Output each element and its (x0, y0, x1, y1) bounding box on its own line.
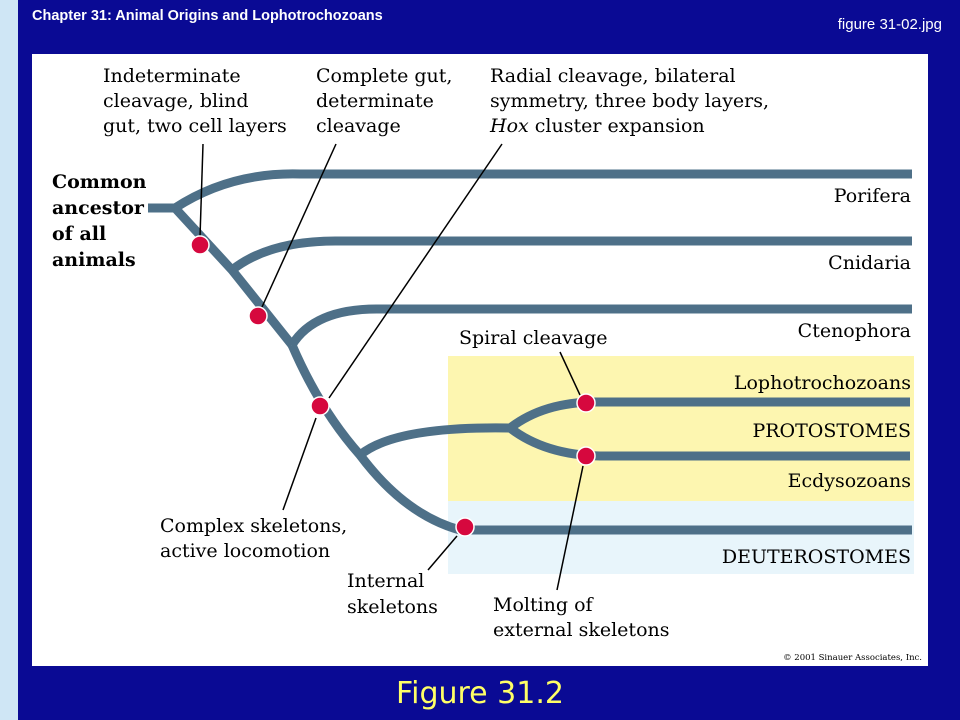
trait-internal-skeletons-line: skeletons (347, 596, 438, 618)
node-spiral (576, 393, 596, 413)
taxon-ctenophora: Ctenophora (798, 320, 911, 342)
root-label-line: ancestor (52, 197, 145, 219)
taxon-ecdysozoans: Ecdysozoans (788, 470, 911, 492)
trait-complex-skeletons-line: active locomotion (160, 540, 330, 562)
chapter-title: Chapter 31: Animal Origins and Lophotroc… (32, 8, 383, 24)
root-label: Common ancestor of all animals (52, 171, 147, 271)
trait-molting-line: Molting of (493, 594, 595, 616)
taxon-deuterostomes: DEUTEROSTOMES (722, 546, 911, 568)
copyright-notice: © 2001 Sinauer Associates, Inc. (783, 653, 922, 663)
deuterostomes-highlight (448, 501, 914, 574)
node-complete-gut (248, 306, 268, 326)
trait-spiral: Spiral cleavage (459, 327, 608, 349)
root-label-line: of all (52, 223, 106, 245)
pointer-radial (328, 143, 503, 399)
tree-branches (148, 169, 912, 535)
node-internal-skeletons (455, 517, 475, 537)
taxon-cnidaria: Cnidaria (828, 252, 911, 274)
pointer-internal-skeletons (427, 535, 458, 571)
branch-porifera (172, 169, 912, 212)
trait-complete-gut-line: Complete gut, (316, 65, 452, 87)
node-molting (576, 446, 596, 466)
main-trunk-lower (287, 343, 462, 535)
figure-caption: Figure 31.2 (396, 676, 564, 711)
trait-internal-skeletons-line: Internal (347, 570, 424, 592)
node-indeterminate (190, 235, 210, 255)
pointer-lines (199, 143, 584, 591)
trait-annotations: Indeterminate cleavage, blind gut, two c… (103, 65, 769, 641)
left-accent-strip (0, 0, 18, 720)
root-label-line: Common (52, 171, 147, 193)
trait-radial-rest: cluster expansion (529, 115, 705, 137)
pointer-complex-skeletons (282, 417, 317, 511)
branch-protostomes (357, 423, 511, 459)
trait-complete-gut-line: determinate (316, 90, 434, 112)
trait-molting-line: external skeletons (493, 619, 670, 641)
branch-cnidaria (229, 236, 912, 274)
trait-hox-word: Hox (489, 115, 529, 137)
node-radial (310, 396, 330, 416)
pointer-complete-gut (261, 143, 337, 308)
trait-indeterminate-line: Indeterminate (103, 65, 241, 87)
trait-radial-line: Radial cleavage, bilateral (490, 65, 736, 87)
file-name: figure 31-02.jpg (837, 16, 942, 33)
pointer-spiral (559, 351, 581, 396)
protostomes-highlight (448, 356, 914, 501)
main-trunk-upper (171, 204, 296, 348)
taxon-protostomes: PROTOSTOMES (752, 420, 911, 442)
trait-nodes (190, 235, 596, 537)
root-label-line: animals (52, 249, 136, 271)
pointer-molting (556, 465, 584, 591)
trait-radial-line: symmetry, three body layers, (490, 90, 769, 112)
trait-complete-gut-line: cleavage (316, 115, 401, 137)
branch-ecdysozoans (507, 424, 910, 461)
trait-complex-skeletons-line: Complex skeletons, (160, 515, 347, 537)
trait-indeterminate-line: gut, two cell layers (103, 115, 287, 137)
figure-panel: Common ancestor of all animals Indetermi… (32, 54, 928, 666)
trait-radial-line: Hox cluster expansion (489, 115, 705, 137)
taxon-labels: Porifera Cnidaria Ctenophora Lophotrocho… (722, 185, 911, 568)
branch-ctenophora (288, 304, 912, 348)
taxon-porifera: Porifera (834, 185, 911, 207)
trait-indeterminate-line: cleavage, blind (103, 90, 249, 112)
branch-lophotrochozoans (507, 397, 910, 432)
taxon-lophotrochozoans: Lophotrochozoans (734, 372, 911, 394)
pointer-indeterminate (199, 143, 204, 238)
phylogeny-diagram: Common ancestor of all animals Indetermi… (52, 65, 922, 663)
